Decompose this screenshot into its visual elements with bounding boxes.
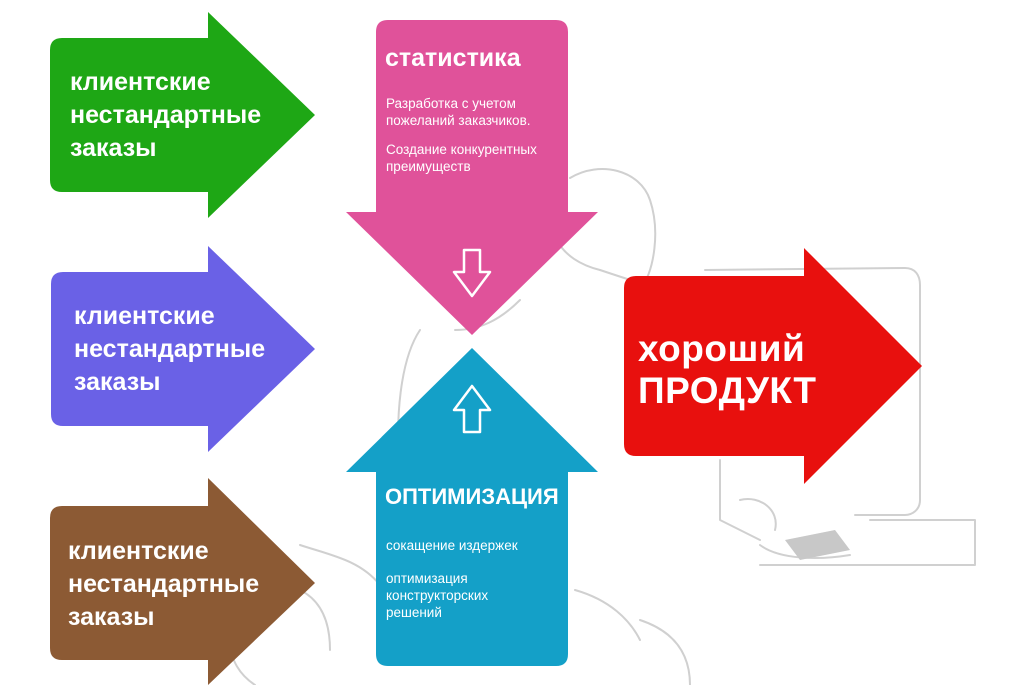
green-arrow-line: нестандартные [70,101,262,129]
down-arrow-outline-icon [452,248,492,298]
statistics-line: Разработка с учетом [386,96,516,111]
optimization-line: сокащение издержек [386,538,518,553]
violet-arrow-shape [51,246,315,452]
statistics-description: Разработка с учетом пожеланий заказчиков… [386,95,537,175]
product-line: ПРОДУКТ [638,370,817,411]
up-arrow-outline-icon [452,384,492,434]
brown-arrow-shape [50,478,315,685]
product-arrow-shape [624,248,922,484]
product-line: хороший [638,328,806,369]
green-arrow-label: клиентские нестандартные заказы [70,66,261,165]
green-arrow-shape [50,12,315,218]
optimization-line: решений [386,605,442,620]
violet-arrow-label: клиентские нестандартные заказы [74,300,265,399]
keyboard-sketch [785,530,850,560]
statistics-arrow-shape [346,20,598,335]
green-arrow-line: заказы [70,134,157,162]
statistics-line: преимуществ [386,159,471,174]
violet-arrow-line: клиентские [74,302,215,330]
optimization-title: ОПТИМИЗАЦИЯ [385,484,559,509]
violet-arrow-line: нестандартные [74,335,266,363]
statistics-line: Создание конкурентных [386,142,537,157]
brown-arrow-line: нестандартные [68,570,260,598]
optimization-line: оптимизация [386,571,468,586]
optimization-line: конструкторских [386,588,489,603]
product-label: хороший ПРОДУКТ [638,328,817,412]
statistics-line: пожеланий заказчиков. [386,113,531,128]
optimization-arrow-shape [346,348,598,666]
brown-arrow-line: заказы [68,603,155,631]
violet-arrow-line: заказы [74,368,161,396]
background-sketch [229,168,976,685]
green-arrow-line: клиентские [70,68,211,96]
optimization-description: сокащение издержек оптимизация конструкт… [386,537,518,621]
brown-arrow-line: клиентские [68,537,209,565]
brown-arrow-label: клиентские нестандартные заказы [68,535,259,634]
statistics-title: статистика [385,44,521,72]
